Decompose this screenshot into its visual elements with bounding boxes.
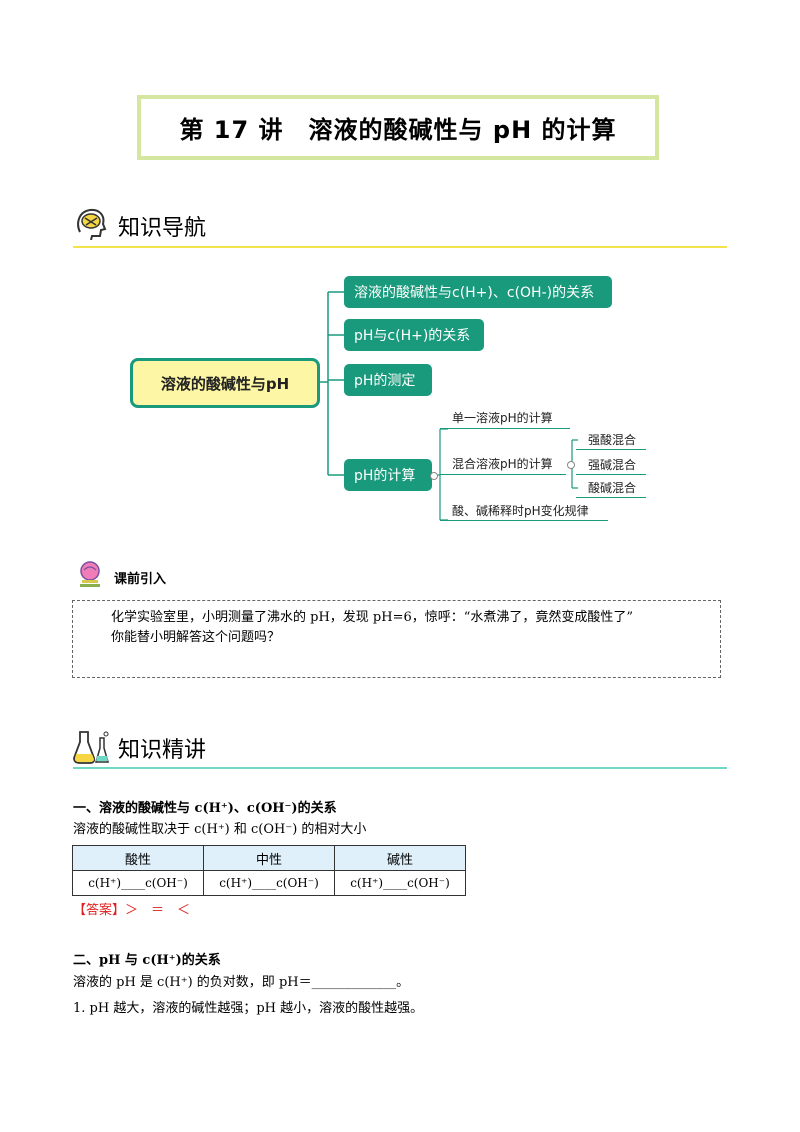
page-title: 第 17 讲 溶液的酸碱性与 pH 的计算 [179,116,617,144]
leaf-strong-acid: 强酸混合 [588,433,637,447]
leaf-underline [576,474,646,475]
intro-heading: 课前引入 [114,572,167,587]
part2-line-1: 溶液的 pH 是 c(H⁺) 的负对数，即 pH＝_____________。 [73,975,410,990]
nav-heading: 知识导航 [118,216,207,241]
branch-ph-calc: pH的计算 [344,459,432,491]
leaf-single: 单一溶液pH的计算 [452,411,553,425]
title-box: 第 17 讲 溶液的酸碱性与 pH 的计算 [137,95,659,160]
branch-ph-h: pH与c(H+)的关系 [344,319,484,351]
part1-answer: 【答案】＞ ＝ ＜ [73,903,191,918]
leaf-strong-base: 强碱混合 [588,458,637,472]
leaf-underline [440,520,608,521]
intro-line-2: 你能替小明解答这个问题吗？ [111,630,281,645]
collapse-dot [430,472,438,480]
leaf-dilute: 酸、碱稀释时pH变化规律 [452,504,589,518]
leaf-underline [440,428,570,429]
intro-box: 化学实验室里，小明测量了沸水的 pH，发现 pH=6，惊呼：“水煮沸了，竟然变成… [72,600,721,678]
table-header: 碱性 [334,845,466,871]
table-cell: c(H⁺)____c(OH⁻) [72,870,204,896]
branch-ph-relation: 溶液的酸碱性与c(H+)、c(OH-)的关系 [344,276,612,308]
table-header: 酸性 [72,845,204,871]
part1-desc: 溶液的酸碱性取决于 c(H⁺) 和 c(OH⁻) 的相对大小 [73,822,367,837]
lecture-divider [73,767,727,769]
table-cell: c(H⁺)____c(OH⁻) [334,870,466,896]
leaf-underline [576,449,646,450]
flask-icon [72,728,112,766]
collapse-dot [567,461,575,469]
branch-ph-measure: pH的测定 [344,364,432,396]
table-header: 中性 [203,845,335,871]
leaf-mixed: 混合溶液pH的计算 [452,457,553,471]
lecture-heading: 知识精讲 [118,738,207,763]
leaf-underline [440,474,566,475]
acidity-table: 酸性 中性 碱性 c(H⁺)____c(OH⁻) c(H⁺)____c(OH⁻)… [72,845,466,896]
part1-heading: 一、溶液的酸碱性与 c(H⁺)、c(OH⁻)的关系 [73,801,337,816]
brain-person-icon [76,560,104,588]
brain-icon [74,206,108,241]
table-cell: c(H⁺)____c(OH⁻) [203,870,335,896]
intro-line-1: 化学实验室里，小明测量了沸水的 pH，发现 pH=6，惊呼：“水煮沸了，竟然变成… [111,610,634,625]
part2-line-2: 1. pH 越大，溶液的碱性越强；pH 越小，溶液的酸性越强。 [73,1001,424,1016]
mindmap: 溶液的酸碱性与pH 溶液的酸碱性与c(H+)、c(OH-)的关系 pH与c(H+… [130,270,650,530]
leaf-underline [576,497,646,498]
mindmap-root: 溶液的酸碱性与pH [130,358,320,408]
part2-heading: 二、pH 与 c(H⁺)的关系 [73,953,221,968]
leaf-acid-base: 酸碱混合 [588,481,637,495]
nav-divider [73,246,727,248]
